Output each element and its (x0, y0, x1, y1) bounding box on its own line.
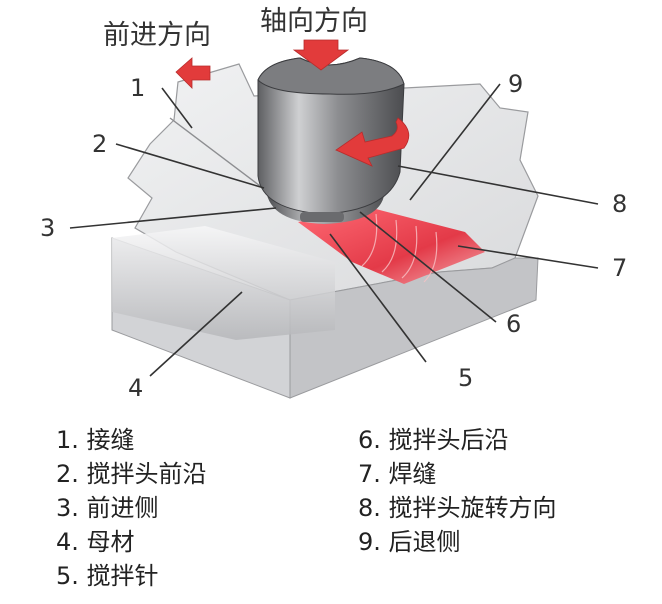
leader-7 (457, 245, 599, 269)
leader-1 (161, 87, 193, 129)
callout-4: 4 (128, 374, 143, 402)
rotation-direction-arrow-icon (335, 117, 410, 167)
legend-item-3: 3. 前进侧 (56, 494, 159, 522)
leader-6 (359, 211, 497, 323)
base-material-right-side (289, 257, 539, 399)
tool-top (257, 57, 405, 95)
callout-1: 1 (130, 74, 145, 102)
legend-item-1: 1. 接缝 (56, 426, 135, 454)
leader-3 (69, 207, 277, 229)
callout-7: 7 (612, 254, 627, 282)
heading-travel-direction: 前进方向 (103, 20, 211, 51)
callout-5: 5 (458, 364, 473, 392)
travel-direction-arrow-icon (175, 57, 211, 89)
joint-line (169, 117, 269, 193)
weld-seam (298, 208, 485, 284)
legend-item-6: 6. 搅拌头后沿 (358, 426, 509, 454)
legend-item-7: 7. 焊缝 (358, 460, 437, 488)
callout-9: 9 (508, 70, 523, 98)
legend-item-4: 4. 母材 (56, 528, 135, 556)
callout-3: 3 (40, 214, 55, 242)
callout-2: 2 (92, 130, 107, 158)
heading-axial-direction: 轴向方向 (260, 6, 368, 37)
axial-direction-arrow-icon (292, 39, 350, 71)
leader-4 (149, 291, 243, 377)
leader-2 (115, 143, 265, 189)
base-material-panel (112, 226, 335, 340)
leader-5 (329, 233, 427, 363)
legend-item-9: 9. 后退侧 (358, 528, 461, 556)
tool-pin (300, 212, 344, 222)
weld-ripples (361, 213, 438, 283)
callout-8: 8 (612, 190, 627, 218)
callout-6: 6 (506, 310, 521, 338)
legend-item-2: 2. 搅拌头前沿 (56, 460, 207, 488)
tool-shoulder (266, 172, 384, 224)
legend-item-8: 8. 搅拌头旋转方向 (358, 494, 557, 522)
legend: 1. 接缝 2. 搅拌头前沿 3. 前进侧 4. 母材 5. 搅拌针 6. 搅拌… (0, 425, 662, 604)
legend-item-5: 5. 搅拌针 (56, 562, 159, 590)
leader-9 (409, 83, 501, 201)
